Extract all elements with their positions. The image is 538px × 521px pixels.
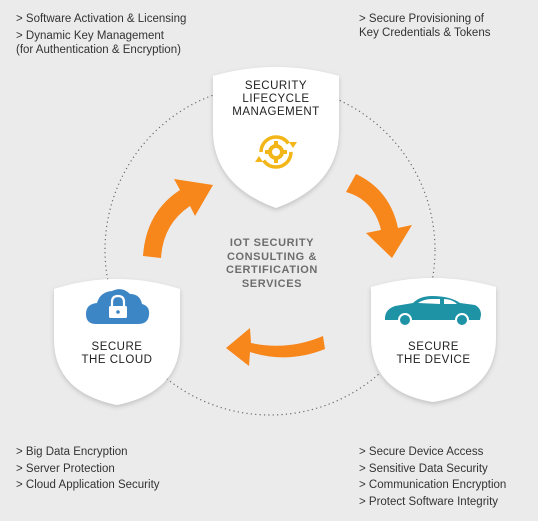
device-label: SECURE THE DEVICE	[396, 341, 471, 366]
note-line: > Communication Encryption	[359, 479, 507, 491]
bottom-right-notes: > Secure Device Access > Sensitive Data …	[359, 444, 506, 510]
note-line: > Secure Device Access	[359, 446, 484, 458]
top-left-notes: > Software Activation & Licensing > Dyna…	[16, 12, 186, 57]
arrow-device-to-cloud	[226, 328, 325, 366]
note-line: (for Authentication & Encryption)	[16, 44, 181, 56]
arrow-cloud-to-lifecycle	[143, 179, 213, 258]
car-icon	[385, 296, 481, 327]
note-line: > Secure Provisioning of	[359, 13, 484, 25]
lifecycle-label: SECURITY LIFECYCLE MANAGEMENT	[232, 80, 320, 118]
arrow-lifecycle-to-device	[346, 174, 412, 258]
note-line: > Sensitive Data Security	[359, 462, 488, 475]
note-line: > Software Activation & Licensing	[16, 13, 187, 25]
note-line: > Dynamic Key Management	[16, 30, 164, 42]
note-line: > Server Protection	[16, 462, 115, 475]
cloud-label: SECURE THE CLOUD	[81, 341, 153, 366]
top-right-notes: > Secure Provisioning of Key Credentials…	[359, 12, 490, 40]
bottom-left-notes: > Big Data Encryption > Server Protectio…	[16, 444, 160, 494]
dotted-circle	[104, 84, 436, 416]
cloud-lock-icon	[86, 289, 150, 324]
gear-cycle-icon	[255, 135, 297, 169]
note-line: Key Credentials & Tokens	[359, 27, 491, 39]
note-line: > Cloud Application Security	[16, 479, 160, 491]
center-title: IOT SECURITY CONSULTING & CERTIFICATION …	[226, 237, 318, 290]
note-line: > Protect Software Integrity	[359, 495, 499, 508]
note-line: > Big Data Encryption	[16, 446, 128, 458]
